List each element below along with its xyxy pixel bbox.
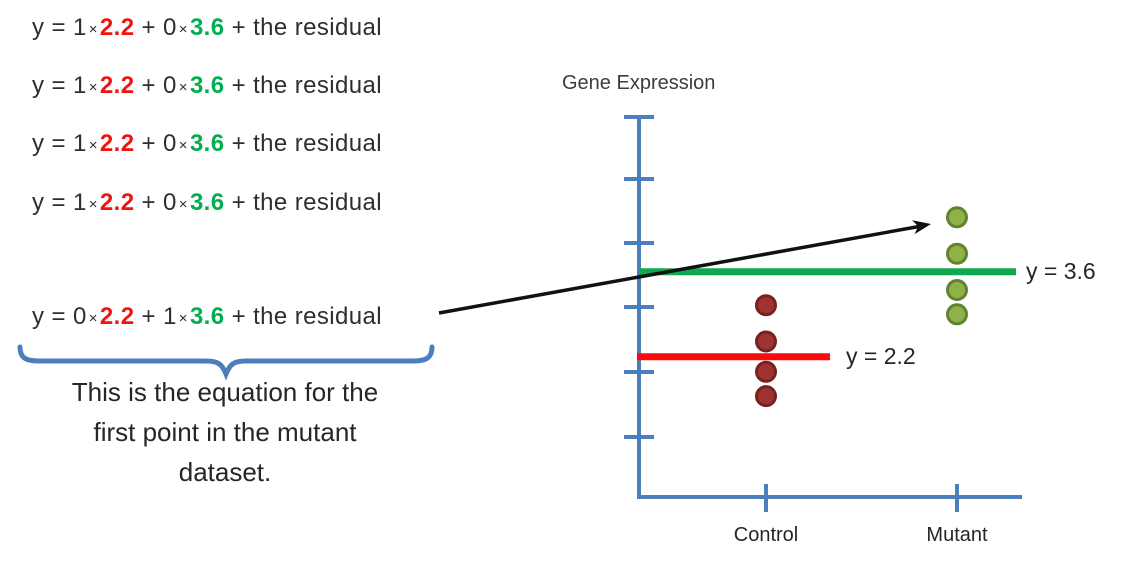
equation-row-4: y = 1×2.2 + 0×3.6 + the residual xyxy=(32,188,382,221)
eq-control-mean: 2.2 xyxy=(99,303,135,330)
multiply-sign: × xyxy=(178,79,188,96)
caption: This is the equation for the first point … xyxy=(55,372,395,492)
eq-mutant-coef: 0 xyxy=(163,189,177,216)
eq-mutant-coef: 0 xyxy=(163,130,177,157)
eq-tail: + the residual xyxy=(224,303,382,330)
mutant-data-point xyxy=(946,206,968,229)
eq-mutant-mean: 3.6 xyxy=(189,303,225,330)
red-mean-line-label: y = 2.2 xyxy=(846,343,916,369)
eq-control-coef: 0 xyxy=(72,303,87,330)
eq-mutant-mean: 3.6 xyxy=(189,72,225,99)
multiply-sign: × xyxy=(178,21,188,38)
eq-mutant-mean: 3.6 xyxy=(189,189,225,216)
multiply-sign: × xyxy=(88,21,98,38)
mutant-data-point xyxy=(946,242,968,265)
green-mean-line-label: y = 3.6 xyxy=(1026,258,1096,284)
annotation-arrowhead-icon xyxy=(912,220,931,235)
eq-mutant-coef: 0 xyxy=(163,14,177,41)
multiply-sign: × xyxy=(178,137,188,154)
eq-plus: + xyxy=(134,14,164,41)
multiply-sign: × xyxy=(88,196,98,213)
eq-control-mean: 2.2 xyxy=(99,72,135,99)
eq-control-mean: 2.2 xyxy=(99,130,135,157)
eq-control-coef: 1 xyxy=(72,72,87,99)
eq-control-coef: 1 xyxy=(72,189,87,216)
eq-tail: + the residual xyxy=(224,130,382,157)
underbrace-icon xyxy=(17,344,435,381)
multiply-sign: × xyxy=(178,310,188,327)
eq-mutant-coef: 0 xyxy=(163,72,177,99)
eq-tail: + the residual xyxy=(224,14,382,41)
multiply-sign: × xyxy=(178,196,188,213)
x-axis-label-control: Control xyxy=(733,524,799,546)
eq-control-mean: 2.2 xyxy=(99,189,135,216)
equation-row-3: y = 1×2.2 + 0×3.6 + the residual xyxy=(32,129,382,162)
eq-lead: y = xyxy=(32,14,73,41)
chart-title: Gene Expression xyxy=(562,72,716,94)
eq-tail: + the residual xyxy=(224,189,382,216)
eq-tail: + the residual xyxy=(224,72,382,99)
equation-row-5: y = 0×2.2 + 1×3.6 + the residual xyxy=(32,302,382,335)
control-data-point xyxy=(755,360,777,383)
eq-lead: y = xyxy=(32,189,73,216)
mutant-data-point xyxy=(946,279,968,301)
eq-control-mean: 2.2 xyxy=(99,14,135,41)
equation-row-2: y = 1×2.2 + 0×3.6 + the residual xyxy=(32,71,382,104)
eq-plus: + xyxy=(134,130,164,157)
x-axis-label-mutant: Mutant xyxy=(926,524,988,546)
eq-control-coef: 1 xyxy=(72,130,87,157)
eq-lead: y = xyxy=(32,72,73,99)
control-data-point xyxy=(755,294,777,317)
multiply-sign: × xyxy=(88,310,98,327)
equation-row-1: y = 1×2.2 + 0×3.6 + the residual xyxy=(32,13,382,46)
control-data-point xyxy=(755,330,777,353)
eq-mutant-mean: 3.6 xyxy=(189,130,225,157)
eq-lead: y = xyxy=(32,303,73,330)
mutant-data-point xyxy=(946,303,968,326)
caption-line: dataset. xyxy=(178,457,272,487)
control-data-point xyxy=(755,385,777,408)
eq-lead: y = xyxy=(32,130,73,157)
eq-plus: + xyxy=(134,189,164,216)
multiply-sign: × xyxy=(88,137,98,154)
caption-line: first point in the mutant xyxy=(93,417,357,447)
eq-plus: + xyxy=(134,72,164,99)
multiply-sign: × xyxy=(88,79,98,96)
eq-mutant-mean: 3.6 xyxy=(189,14,225,41)
eq-control-coef: 1 xyxy=(72,14,87,41)
annotation-arrow xyxy=(438,224,920,315)
eq-mutant-coef: 1 xyxy=(163,303,177,330)
caption-line: This is the equation for the xyxy=(71,377,379,407)
eq-plus: + xyxy=(134,303,164,330)
